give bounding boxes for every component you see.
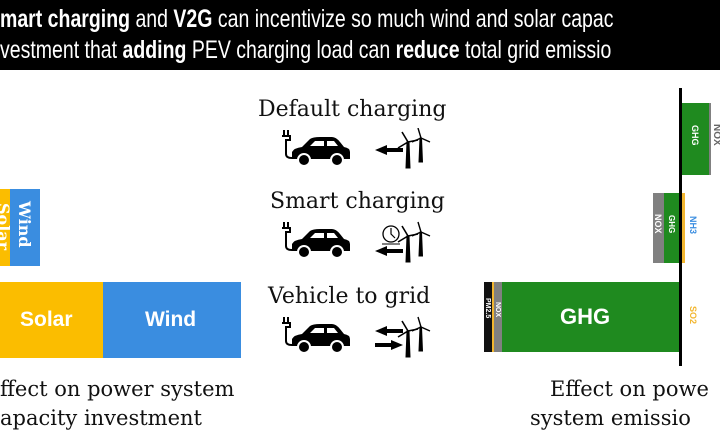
v2g-ghg-label: GHG bbox=[560, 304, 611, 329]
wind-turbine-icon bbox=[397, 316, 431, 358]
scenario-default-title: Default charging bbox=[258, 97, 447, 122]
banner-segment: V2G bbox=[173, 5, 213, 33]
v2g-nox-label: NOX bbox=[494, 302, 501, 318]
arrow-left-icon bbox=[375, 145, 403, 155]
smart-solar-bar: Solar bbox=[0, 189, 10, 266]
banner-segment: reduce bbox=[395, 36, 460, 64]
v2g-so2-bar bbox=[492, 282, 494, 352]
capacity-caption-line2: apacity investment bbox=[0, 406, 202, 430]
banner-segment: PEV charging load can bbox=[186, 36, 396, 64]
banner-line-2: vestment that adding PEV charging load c… bbox=[0, 36, 611, 65]
smart-charging-icons bbox=[281, 221, 431, 263]
v2g-nox-bar: NOX bbox=[494, 282, 502, 352]
scenario-smart-title: Smart charging bbox=[270, 189, 445, 214]
default-nox-label: NOX bbox=[711, 124, 720, 146]
smart-ghg-label: GHG bbox=[667, 215, 676, 234]
v2g-so2-label: SO2 bbox=[688, 306, 698, 325]
smart-solar-label: Solar bbox=[0, 203, 10, 251]
emissions-caption-line1: Effect on powe bbox=[550, 377, 709, 401]
banner-segment: and bbox=[130, 5, 174, 33]
banner-segment: can incentivize so much wind and solar c… bbox=[212, 5, 614, 33]
v2g-ghg-bar: GHG bbox=[502, 282, 679, 352]
wind-turbine-icon bbox=[397, 221, 431, 263]
v2g-wind-label: Wind bbox=[145, 308, 197, 331]
default-ghg-label: GHG bbox=[690, 125, 700, 146]
banner-segment: vestment that bbox=[0, 36, 123, 64]
default-charging-icons bbox=[281, 128, 431, 169]
title-banner: mart charging and V2G can incentivize so… bbox=[0, 0, 720, 70]
arrow-bidirectional-icon bbox=[375, 326, 403, 350]
smart-nh3-label: NH3 bbox=[688, 216, 698, 235]
clock-icon bbox=[382, 225, 400, 245]
default-ghg-bar: GHG bbox=[682, 103, 709, 175]
smart-so2-bar bbox=[682, 193, 685, 263]
emissions-caption-line2: system emissio bbox=[530, 406, 691, 430]
v2g-wind-bar: Wind bbox=[103, 282, 241, 358]
smart-wind-label: Wind bbox=[15, 201, 34, 248]
smart-ghg-bar: GHG bbox=[664, 193, 679, 263]
v2g-solar-bar: Solar bbox=[0, 282, 103, 358]
car-plug-icon bbox=[281, 221, 351, 259]
banner-line-1: mart charging and V2G can incentivize so… bbox=[0, 5, 613, 34]
v2g-pm25-bar: PM2.5 bbox=[484, 282, 492, 352]
car-plug-icon bbox=[281, 129, 351, 167]
v2g-solar-label: Solar bbox=[20, 308, 73, 331]
car-plug-icon bbox=[281, 316, 351, 354]
v2g-icons bbox=[281, 316, 431, 358]
capacity-caption-line1: ffect on power system bbox=[0, 377, 235, 401]
smart-wind-bar: Wind bbox=[10, 189, 40, 266]
arrow-left-icon bbox=[375, 246, 403, 256]
scenario-v2g-title: Vehicle to grid bbox=[268, 284, 431, 309]
smart-nox-bar bbox=[653, 193, 664, 263]
default-nox-bar bbox=[709, 103, 711, 175]
banner-segment: total grid emissio bbox=[459, 36, 612, 64]
banner-segment: mart charging bbox=[0, 5, 131, 33]
v2g-pm25-label: PM2.5 bbox=[484, 298, 491, 319]
banner-segment: adding bbox=[122, 36, 187, 64]
emissions-zero-axis bbox=[679, 88, 682, 366]
smart-nox-label: NOX bbox=[653, 214, 663, 234]
